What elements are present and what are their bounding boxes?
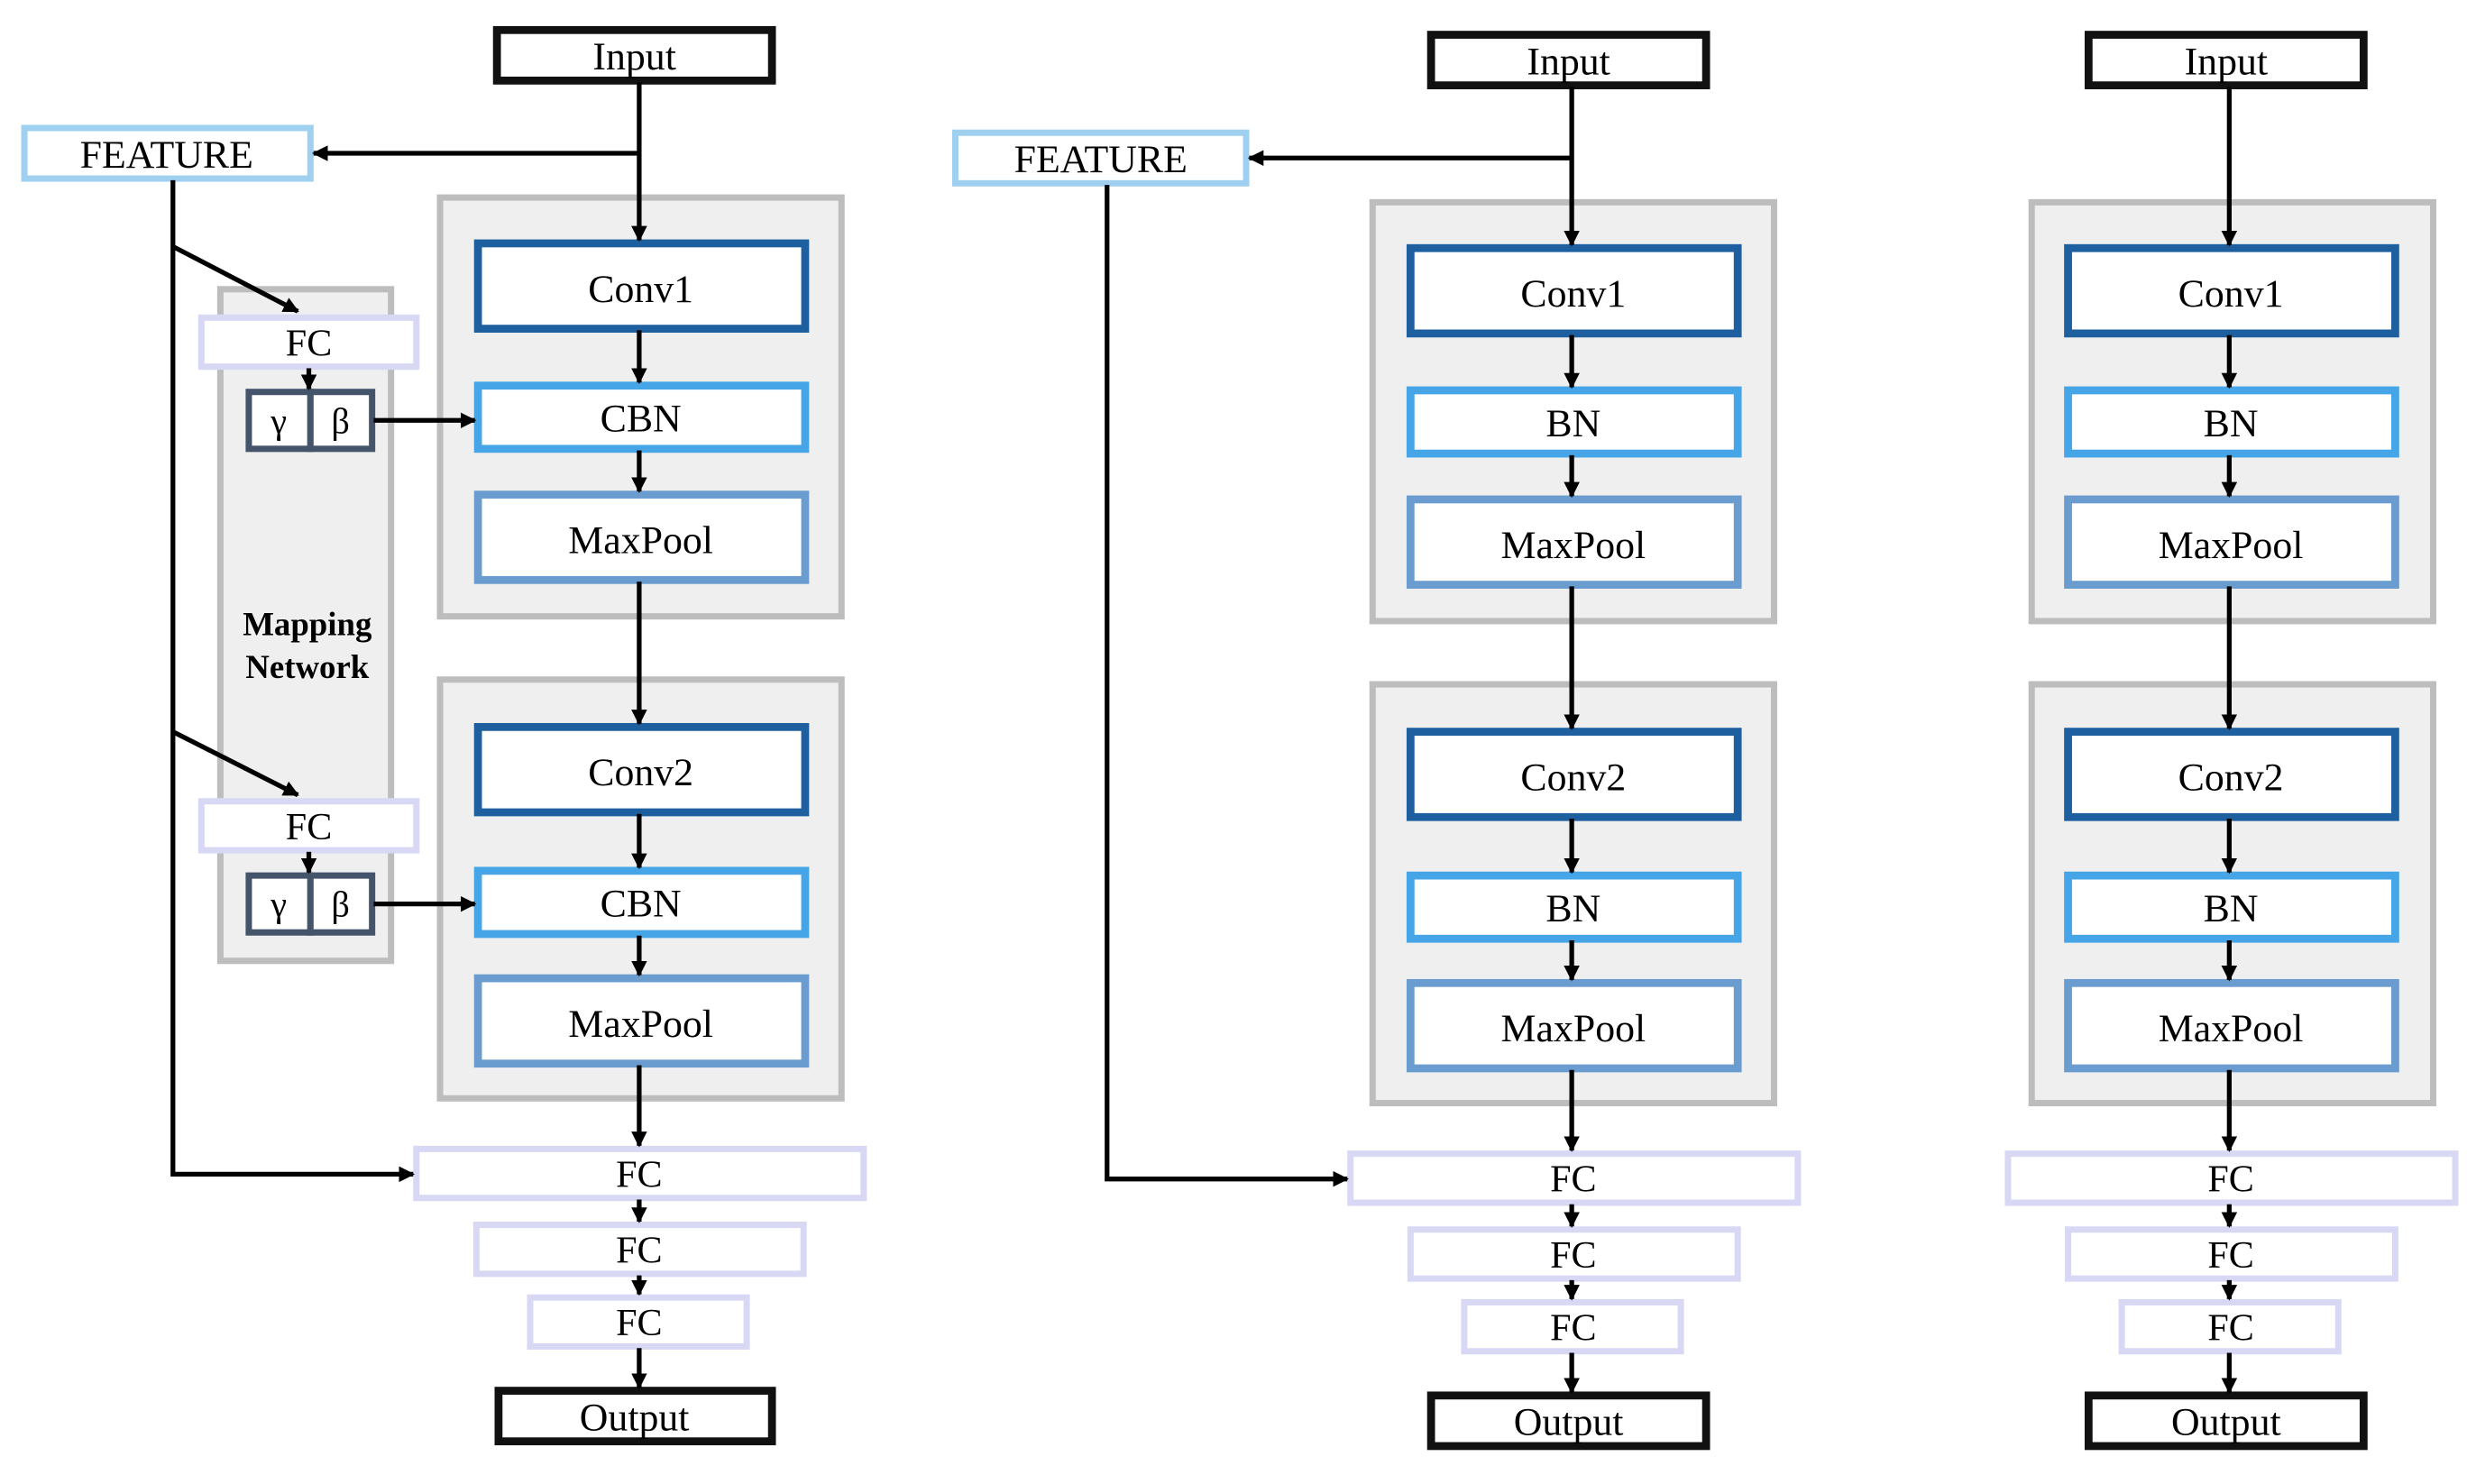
bn2-box <box>1406 871 1742 943</box>
cbn1-box <box>473 381 810 453</box>
fc-layer-3-label: FC <box>1550 1307 1596 1349</box>
bn1-box <box>1406 386 1742 458</box>
maxpool1-box <box>2064 495 2399 589</box>
conv2-box <box>473 722 810 817</box>
mapping-network-title-line1: Mapping <box>243 606 372 643</box>
input-box <box>1426 31 1710 90</box>
conv2-label: Conv2 <box>588 751 693 794</box>
conv1-box <box>473 239 810 333</box>
beta2-box <box>307 872 376 936</box>
conv2-box <box>1406 728 1742 821</box>
conv1-box <box>1406 243 1742 338</box>
maxpool1-box <box>1406 495 1742 589</box>
maxpool2-label: MaxPool <box>2159 1007 2304 1050</box>
bn1-label: BN <box>1545 402 1600 445</box>
maxpool1-label: MaxPool <box>2159 524 2304 567</box>
connector-arrows <box>1105 87 1580 1395</box>
feature-box <box>21 124 314 182</box>
feature-box <box>951 129 1250 187</box>
fc-layer-2-box <box>2065 1226 2398 1282</box>
input-box <box>492 25 776 85</box>
fc-layer-1-box <box>1347 1150 1802 1206</box>
bn1-label: BN <box>2204 402 2259 445</box>
diagram-bn-feature: Input FEATURE Conv1 BN MaxPool Conv2 BN … <box>951 31 1802 1451</box>
bn1-box <box>2064 386 2399 458</box>
beta1-box <box>307 389 376 453</box>
bn2-label: BN <box>1545 887 1600 930</box>
beta1-label: β <box>331 400 350 441</box>
fc-layer-2-label: FC <box>1550 1235 1596 1277</box>
maxpool2-box <box>1406 978 1742 1073</box>
conv1-label: Conv1 <box>1520 272 1626 316</box>
output-label: Output <box>1514 1401 1624 1444</box>
fc-layer-3-label: FC <box>616 1303 662 1344</box>
input-label: Input <box>1527 40 1610 83</box>
beta2-label: β <box>331 884 350 925</box>
conv1-label: Conv1 <box>588 268 693 311</box>
mapping-fc2-box <box>197 798 420 854</box>
maxpool2-box <box>473 974 810 1068</box>
fc-layer-2-box <box>472 1222 807 1278</box>
maxpool2-box <box>2064 978 2399 1073</box>
fc-layer-1-box <box>2004 1150 2459 1206</box>
cbn2-box <box>473 866 810 939</box>
fc-layer-1-label: FC <box>2207 1159 2253 1201</box>
fc-layer-3-label: FC <box>2207 1307 2253 1349</box>
diagram-cbn: Input FEATURE Conv1 CBN MaxPool Conv2 CB… <box>21 25 867 1446</box>
output-label: Output <box>2171 1401 2281 1444</box>
fc-layer-1-label: FC <box>616 1154 662 1195</box>
conv1-label: Conv1 <box>2178 272 2284 316</box>
fc-layer-2-label: FC <box>616 1231 662 1272</box>
fc-layer-2-box <box>1407 1226 1741 1282</box>
input-label: Input <box>592 35 675 78</box>
output-box <box>494 1387 776 1446</box>
mapping-fc2-label: FC <box>286 807 332 848</box>
diagram-bn-baseline: Input Conv1 BN MaxPool Conv2 BN MaxPool … <box>2004 31 2459 1451</box>
fc-layer-1-box <box>413 1145 867 1202</box>
input-label: Input <box>2185 40 2268 83</box>
connector-arrows <box>170 82 647 1389</box>
conv1-box <box>2064 243 2399 338</box>
feature-label: FEATURE <box>80 133 253 177</box>
cbn1-label: CBN <box>601 398 682 441</box>
output-label: Output <box>580 1396 690 1439</box>
gamma2-label: γ <box>270 884 287 925</box>
output-box <box>1426 1391 1710 1451</box>
conv2-label: Conv2 <box>1520 756 1626 799</box>
fc-layer-3-box <box>1461 1298 1684 1355</box>
conv2-box <box>2064 728 2399 821</box>
mapping-fc1-label: FC <box>286 323 332 364</box>
maxpool1-label: MaxPool <box>568 519 713 563</box>
bn2-box <box>2064 871 2399 943</box>
input-box <box>2084 31 2368 90</box>
cbn2-label: CBN <box>601 883 682 926</box>
maxpool1-box <box>473 490 810 584</box>
output-box <box>2084 1391 2368 1451</box>
maxpool1-label: MaxPool <box>1501 524 1646 567</box>
feature-label: FEATURE <box>1014 138 1188 181</box>
gamma1-label: γ <box>270 400 287 441</box>
bn2-label: BN <box>2204 887 2259 930</box>
fc-layer-1-label: FC <box>1550 1159 1596 1201</box>
maxpool2-label: MaxPool <box>568 1003 713 1046</box>
fc-layer-3-box <box>527 1294 750 1351</box>
conv2-label: Conv2 <box>2178 756 2284 799</box>
fc-layer-2-label: FC <box>2207 1235 2253 1277</box>
maxpool2-label: MaxPool <box>1501 1007 1646 1050</box>
fc-layer-3-box <box>2118 1298 2342 1355</box>
mapping-fc1-box <box>197 314 420 371</box>
mapping-network-title-line2: Network <box>245 648 369 685</box>
